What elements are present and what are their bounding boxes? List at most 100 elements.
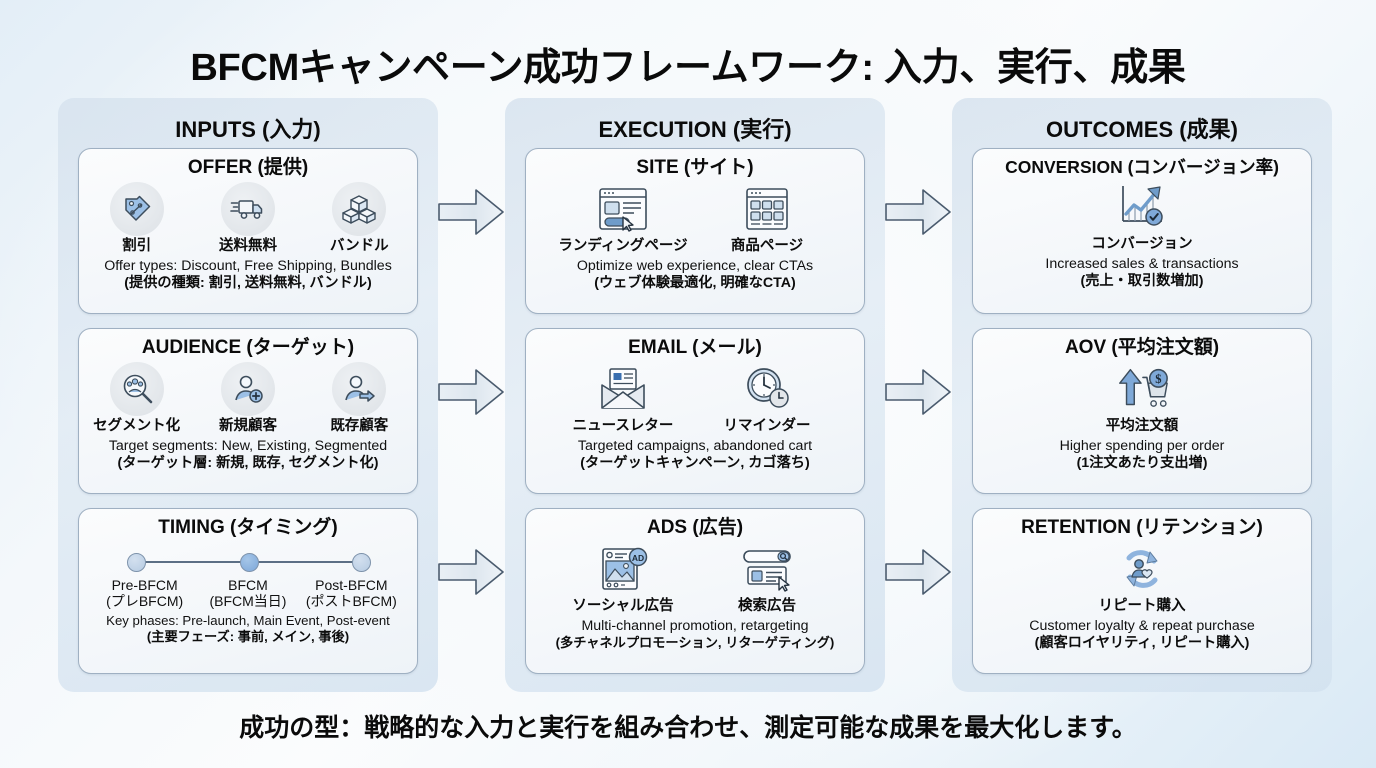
svg-text:AD: AD [632,553,644,563]
card-caption-en-conversion: Increased sales & transactions [1045,255,1239,272]
timing-timeline [111,550,385,576]
arrow-execution-to-outcomes-row3 [885,546,951,598]
column-header-inputs: INPUTS (入力) [175,117,321,142]
icon-label-retention: リピート購入 [1098,597,1186,614]
card-conversion[interactable]: CONVERSION (コンバージョン率) [972,148,1312,314]
arrow-inputs-to-execution-row2 [438,366,504,418]
icon-label-aov: 平均注文額 [1105,417,1179,434]
icon-cell-segmentation[interactable]: セグメント化 [89,361,184,435]
segmentation-magnifier-icon [109,361,164,416]
timeline-dot-pre-bfcm[interactable] [127,552,147,572]
timeline-dot-post-bfcm[interactable] [352,552,372,572]
icon-label-new-customer: 新規顧客 [218,417,277,434]
card-caption-jp-aov: (1注文あたり支出増) [1076,455,1208,472]
card-caption-jp-email: (ターゲットキャンペーン, カゴ落ち) [580,455,810,472]
timeline-label-post-bfcm-en: Post-BFCM [315,576,388,593]
icon-row-email: ニュースレター [536,362,854,435]
card-offer[interactable]: OFFER (提供) 割引 [78,148,418,314]
icon-label-free-shipping: 送料無料 [218,237,277,254]
card-title-retention: RETENTION (リテンション) [1021,517,1263,538]
timeline-label-pre-bfcm-en: Pre-BFCM [111,576,178,593]
card-caption-jp-timing: (主要フェーズ: 事前, メイン, 事後) [146,628,350,644]
timeline-label-bfcm: BFCM (BFCM当日) [196,577,299,610]
bundle-boxes-icon [332,181,387,236]
icon-label-segmentation: セグメント化 [93,417,181,434]
icon-cell-existing-customer[interactable]: 既存顧客 [312,361,407,435]
icon-row-aov: $ 平均注文額 [983,362,1301,435]
icon-label-conversion: コンバージョン [1091,236,1193,252]
icon-label-existing-customer: 既存顧客 [330,417,389,434]
icon-cell-conversion[interactable]: コンバージョン [1078,180,1206,253]
card-title-conversion: CONVERSION (コンバージョン率) [1005,157,1279,177]
icon-cell-landing-page[interactable]: ランディングページ [558,182,688,255]
card-ads[interactable]: ADS (広告) [525,508,865,674]
icon-cell-retention[interactable]: リピート購入 [1078,542,1206,615]
discount-tag-icon [109,181,164,236]
card-audience[interactable]: AUDIENCE (ターゲット) セグメント化 [78,328,418,494]
icon-label-reminder: リマインダー [723,417,811,434]
icon-label-search-ad: 検索広告 [738,597,796,614]
icon-cell-new-customer[interactable]: 新規顧客 [200,361,295,435]
timeline-label-post-bfcm: Post-BFCM (ポストBFCM) [300,577,403,610]
icon-label-newsletter: ニュースレター [572,417,674,434]
page-title: BFCMキャンペーン成功フレームワーク: 入力、実行、成果 [190,47,1186,89]
icon-cell-discount[interactable]: 割引 [89,181,184,255]
card-aov[interactable]: AOV (平均注文額) $ 平均注文額 [972,328,1312,494]
timeline-labels: Pre-BFCM (プレBFCM) BFCM (BFCM当日) Post-BFC… [89,577,407,610]
card-caption-en-ads: Multi-channel promotion, retargeting [581,617,809,634]
card-title-site: SITE (サイト) [636,157,754,178]
icon-label-product-page: 商品ページ [730,237,804,254]
card-caption-en-offer: Offer types: Discount, Free Shipping, Bu… [104,257,392,274]
arrow-inputs-to-execution-row1 [438,186,504,238]
column-outcomes: OUTCOMES (成果) CONVERSION (コンバージョン率) [952,98,1332,692]
search-ad-icon [738,542,796,596]
icon-row-conversion: コンバージョン [983,180,1301,253]
icon-label-discount: 割引 [122,237,152,254]
arrow-execution-to-outcomes-row1 [885,186,951,238]
card-timing[interactable]: TIMING (タイミング) Pre-BFCM (プレBFCM) BFCM (B… [78,508,418,674]
timeline-dot-bfcm[interactable] [239,552,259,572]
card-caption-en-audience: Target segments: New, Existing, Segmente… [108,437,388,454]
card-title-timing: TIMING (タイミング) [158,517,338,538]
card-retention[interactable]: RETENTION (リテンション) リピ [972,508,1312,674]
column-header-outcomes: OUTCOMES (成果) [1046,117,1238,142]
card-email[interactable]: EMAIL (メール) ニュースレター [525,328,865,494]
icon-cell-newsletter[interactable]: ニュースレター [559,362,687,435]
icon-cell-reminder[interactable]: リマインダー [703,362,831,435]
card-caption-en-site: Optimize web experience, clear CTAs [576,257,814,274]
svg-text:$: $ [1155,372,1161,386]
card-caption-en-email: Targeted campaigns, abandoned cart [577,437,813,454]
icon-label-social-ad: ソーシャル広告 [572,597,674,614]
new-customer-icon [220,361,275,416]
column-execution: EXECUTION (実行) SITE (サイト) [505,98,885,692]
icon-cell-social-ad[interactable]: AD ソーシャル広告 [559,542,687,615]
card-title-aov: AOV (平均注文額) [1064,337,1220,358]
card-caption-jp-ads: (多チャネルプロモーション, リターゲティング) [555,635,835,651]
timeline-label-pre-bfcm: Pre-BFCM (プレBFCM) [93,577,196,610]
icon-cell-product-page[interactable]: 商品ページ [703,182,831,255]
icon-row-ads: AD ソーシャル広告 [536,542,854,615]
card-caption-jp-offer: (提供の種類: 割引, 送料無料, バンドル) [124,275,372,292]
card-caption-jp-audience: (ターゲット層: 新規, 既存, セグメント化) [117,455,379,472]
icon-row-offer: 割引 送料無料 [89,181,407,255]
card-caption-en-timing: Key phases: Pre-launch, Main Event, Post… [106,612,390,628]
icon-cell-bundle[interactable]: バンドル [312,181,407,255]
card-caption-jp-site: (ウェブ体験最適化, 明確なCTA) [594,275,796,292]
timeline-label-bfcm-en: BFCM [228,576,268,593]
landing-page-icon [594,182,652,236]
icon-row-site: ランディングページ [536,182,854,255]
card-title-email: EMAIL (メール) [628,337,762,358]
icon-cell-aov[interactable]: $ 平均注文額 [1078,362,1206,435]
card-title-offer: OFFER (提供) [187,157,309,178]
card-site[interactable]: SITE (サイト) [525,148,865,314]
icon-label-bundle: バンドル [329,237,389,254]
icon-cell-search-ad[interactable]: 検索広告 [703,542,831,615]
column-inputs: INPUTS (入力) OFFER (提供) 割引 [58,98,438,692]
existing-customer-icon [332,361,387,416]
arrow-execution-to-outcomes-row2 [885,366,951,418]
icon-cell-free-shipping[interactable]: 送料無料 [200,181,295,255]
footer-caption: 成功の型：戦略的な入力と実行を組み合わせ、測定可能な成果を最大化します。 [239,714,1137,742]
arrow-inputs-to-execution-row3 [438,546,504,598]
product-page-icon [738,182,796,236]
icon-label-landing-page: ランディングページ [558,237,688,254]
